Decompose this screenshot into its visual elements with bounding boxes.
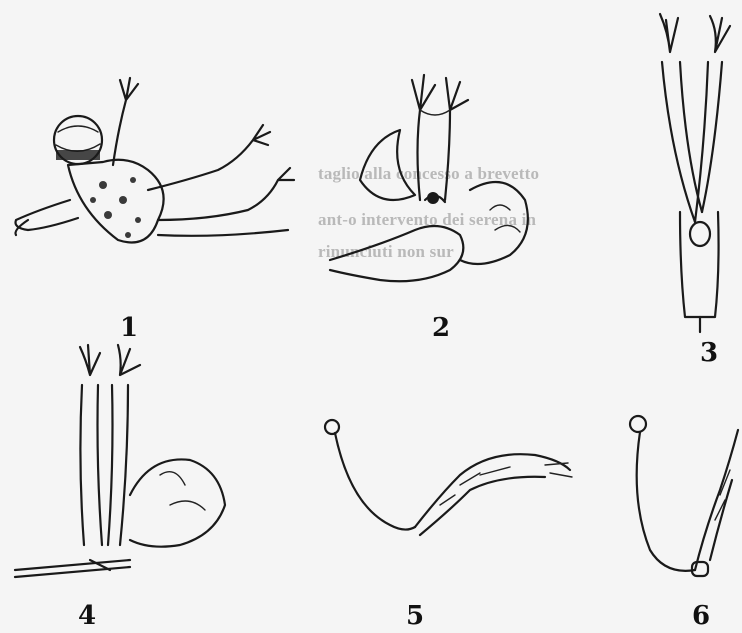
figure-5-label: 5 bbox=[406, 603, 424, 629]
figure-6-label: 6 bbox=[692, 603, 710, 629]
figure-4-label: 4 bbox=[78, 603, 96, 629]
figure-2-drawing bbox=[320, 70, 560, 300]
figure-6-drawing bbox=[620, 410, 740, 580]
figure-3-drawing bbox=[640, 12, 740, 332]
figure-3-label: 3 bbox=[700, 340, 718, 366]
figure-1-label: 1 bbox=[120, 315, 138, 341]
figure-5-drawing bbox=[320, 415, 580, 565]
figure-2-label: 2 bbox=[432, 315, 450, 341]
figure-4-drawing bbox=[10, 345, 240, 585]
figure-1-drawing bbox=[8, 70, 298, 270]
